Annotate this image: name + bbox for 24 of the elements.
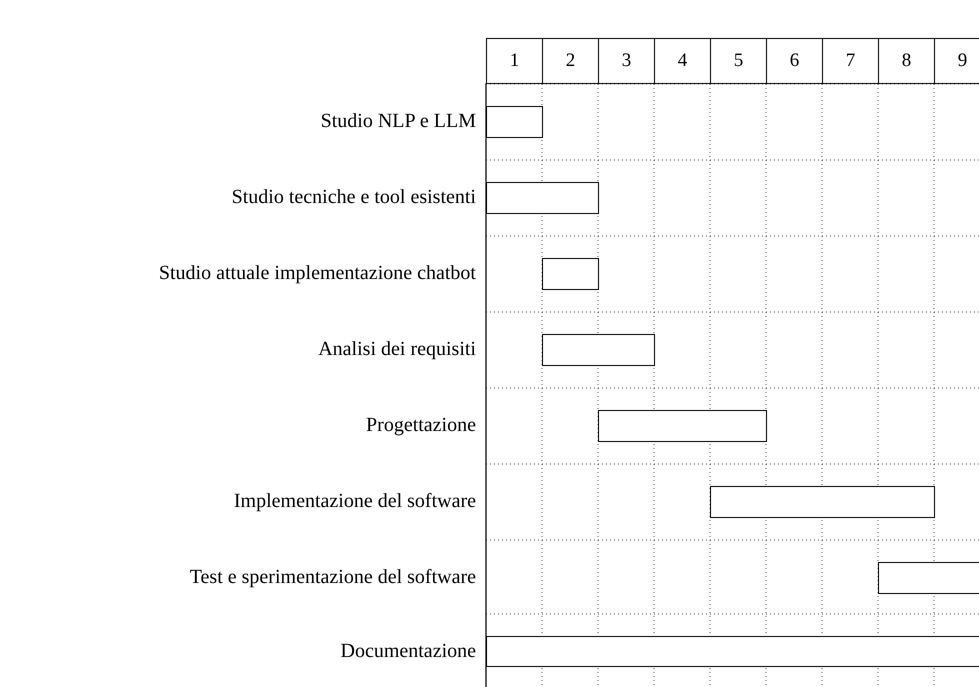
column-header: 4 [654,38,711,84]
task-bar [486,182,599,214]
task-label: Analisi dei requisiti [318,339,476,359]
column-header: 9 [934,38,979,84]
column-header: 8 [878,38,935,84]
column-header: 1 [486,38,543,84]
task-bar [542,334,655,366]
task-label: Studio tecniche e tool esistenti [232,187,476,207]
task-bar [710,486,935,518]
column-header: 6 [766,38,823,84]
column-header: 2 [542,38,599,84]
task-label: Studio NLP e LLM [320,111,476,131]
task-bar [542,258,599,290]
task-label: Studio attuale implementazione chatbot [158,263,476,283]
column-header: 7 [822,38,879,84]
task-label: Implementazione del software [234,491,476,511]
task-bar [598,410,767,442]
column-header: 3 [598,38,655,84]
task-label: Documentazione [340,641,476,661]
task-label: Test e sperimentazione del software [190,567,476,587]
column-header: 5 [710,38,767,84]
task-bar [486,636,979,667]
task-label: Progettazione [366,415,476,435]
task-bar [486,106,543,138]
